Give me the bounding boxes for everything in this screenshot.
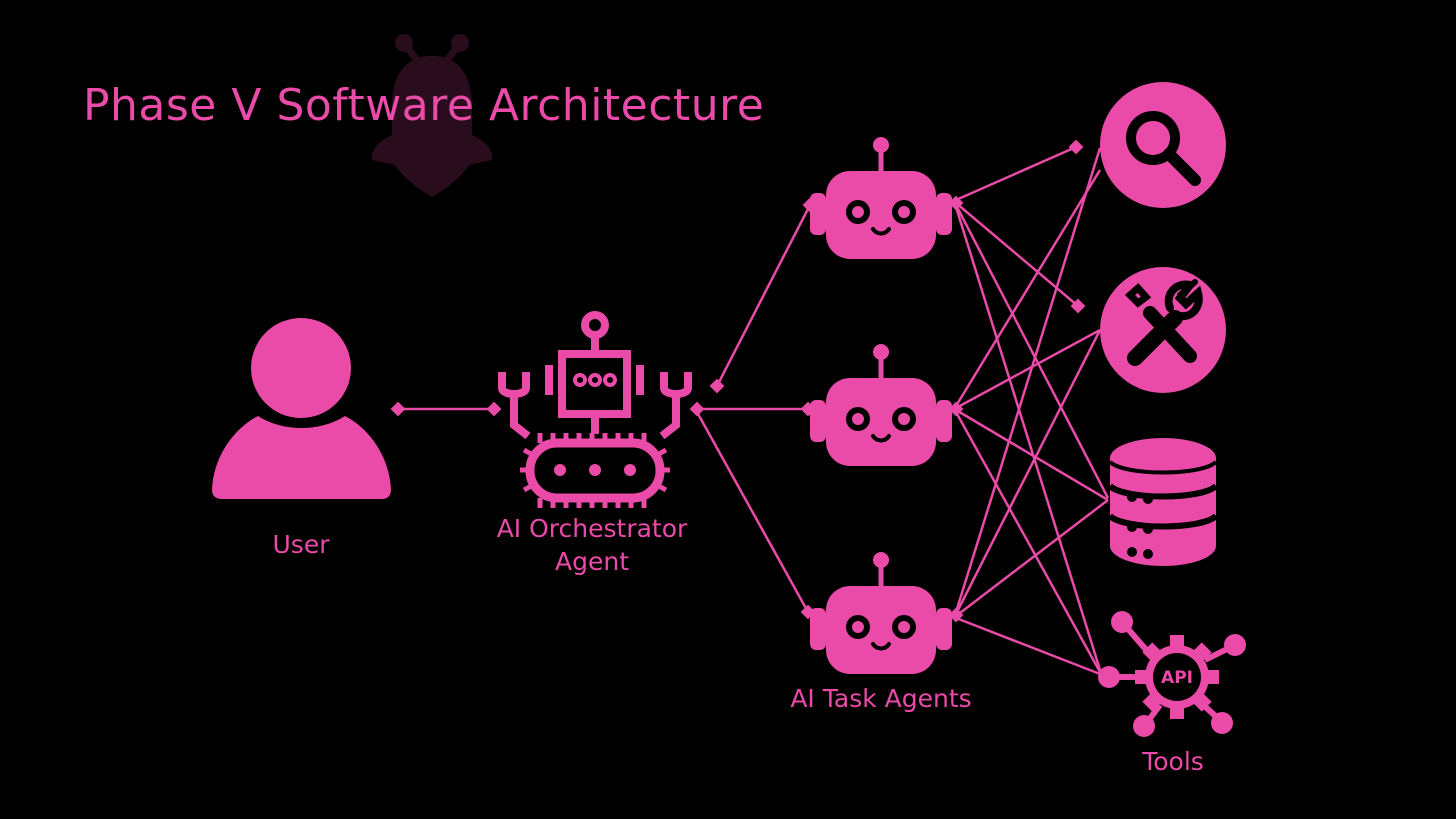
edges-agents-tools [954, 145, 1110, 676]
user-icon [212, 318, 391, 499]
orchestrator-label: AI Orchestrator Agent [497, 512, 688, 578]
watermark-robot-icon [371, 34, 493, 197]
task-agent-1-robot-head-icon [808, 135, 954, 261]
orchestrator-label-line2: Agent [554, 547, 629, 576]
orchestrator-label-line1: AI Orchestrator [496, 514, 688, 543]
edge-orchestrator-agent3 [695, 411, 810, 613]
api-gear-label: API [1161, 668, 1193, 688]
database-icon [1107, 438, 1219, 566]
robot-orchestrator-icon [498, 311, 692, 508]
tools-label: Tools [1142, 747, 1204, 776]
task-agents-label: AI Task Agents [790, 684, 972, 713]
user-label: User [272, 530, 330, 559]
task-agent-2-robot-head-icon [808, 342, 954, 468]
page-title: Phase V Software Architecture [83, 80, 765, 131]
api-gear-icon: API [1098, 611, 1246, 737]
task-agent-3-robot-head-icon [808, 550, 954, 676]
connections [390, 139, 1110, 676]
edge-orchestrator-agent1 [715, 204, 812, 387]
wrench-screwdriver-icon [1100, 267, 1226, 393]
search-icon [1100, 82, 1226, 208]
